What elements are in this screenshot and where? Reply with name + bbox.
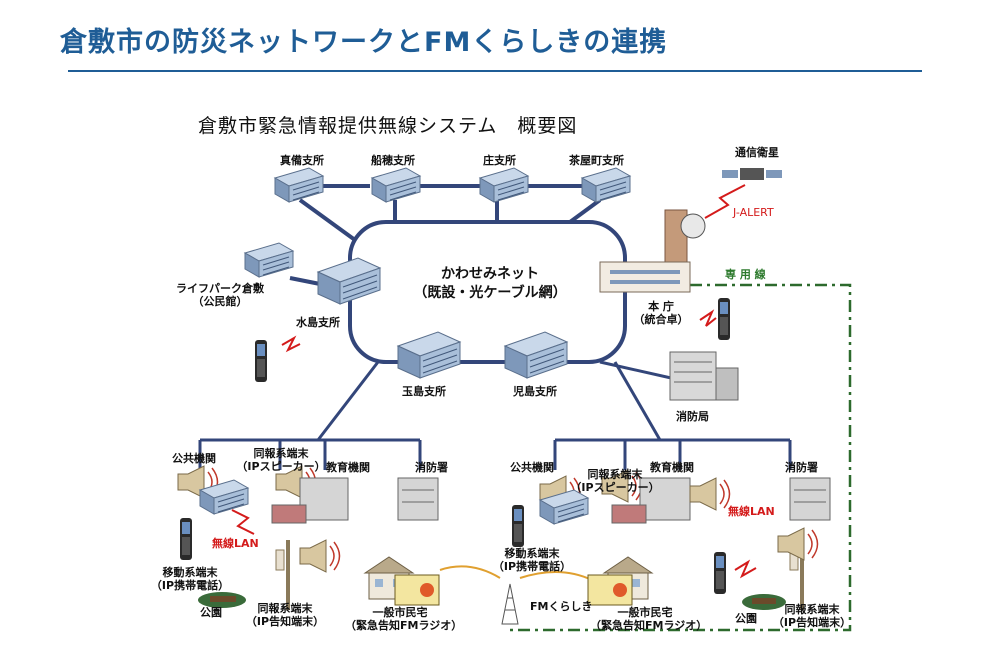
label-tamashima: 玉島支所: [402, 385, 446, 398]
link-firehq-ring: [599, 360, 681, 382]
left-pole: [275, 539, 291, 611]
right-home-name: 一般市民宅: [617, 606, 673, 619]
funao-building: [371, 167, 421, 203]
right-wireless-lan: 無線LAN: [728, 505, 775, 518]
left-education-label: 教育機関: [326, 461, 370, 474]
right-mobile-name: 移動系端末: [504, 547, 560, 560]
right-radio: [587, 574, 633, 606]
left-public-building: [199, 479, 249, 515]
right-home-label: 一般市民宅 （緊急告知FMラジオ）: [590, 606, 708, 632]
right-notify-name: 同報系端末: [784, 603, 840, 616]
label-dedicated-line: 専 用 線: [725, 268, 766, 281]
left-mobile-phone: [180, 518, 192, 560]
label-mabi: 真備支所: [280, 154, 324, 167]
right-edu-speaker: [689, 477, 731, 511]
kojima-building: [504, 331, 568, 379]
left-wireless-lan: 無線LAN: [212, 537, 259, 550]
link-left-group: [316, 361, 380, 441]
mizushima-phone: [255, 340, 267, 382]
right-mobile-sub: （IP携帯電話）: [492, 560, 572, 573]
left-notify-sub: （IP告知端末）: [245, 615, 325, 628]
left-home-label: 一般市民宅 （緊急告知FMラジオ）: [345, 606, 463, 632]
right-public-label: 公共機関: [510, 461, 554, 474]
left-radio: [394, 574, 440, 606]
label-mizushima: 水島支所: [296, 316, 340, 329]
fire-hq-building: [669, 351, 739, 401]
label-jalert: J-ALERT: [733, 206, 774, 219]
left-park: [198, 592, 246, 608]
lifepark-sub: （公民館）: [192, 295, 248, 308]
label-fire-hq: 消防局: [676, 410, 709, 423]
label-sho: 庄支所: [483, 154, 516, 167]
left-mobile-sub: （IP携帯電話）: [150, 579, 230, 592]
right-park: [742, 594, 786, 610]
left-home-sub: （緊急告知FMラジオ）: [345, 619, 463, 632]
hq-phone: [718, 298, 730, 340]
right-education-label: 教育機関: [650, 461, 694, 474]
satellite-icon: [722, 168, 782, 180]
dedicated-line: [510, 283, 852, 632]
left-mobile-label: 移動系端末 （IP携帯電話）: [150, 566, 230, 592]
link-chaya-ring: [568, 198, 602, 224]
sho-building: [479, 167, 529, 203]
left-broadcast-sub: （IPスピーカー）: [236, 460, 326, 473]
title-divider: [68, 70, 922, 72]
mizushima-building: [317, 257, 381, 305]
tamashima-building: [397, 331, 461, 379]
left-pole-speaker: [299, 539, 341, 573]
right-pole-speaker: [777, 527, 819, 561]
left-mobile-name: 移動系端末: [162, 566, 218, 579]
right-notify-sub: （IP告知端末）: [772, 616, 852, 629]
right-fire-station: [789, 477, 831, 521]
chaya-building: [581, 167, 631, 203]
lifepark-building: [244, 242, 294, 278]
left-education-building: [271, 477, 349, 524]
right-park-label: 公園: [735, 612, 757, 625]
city-hall-building: [599, 209, 706, 293]
fm-label: FMくらしき: [530, 600, 593, 613]
left-notify-name: 同報系端末: [257, 602, 313, 615]
link-right-group: [613, 361, 662, 441]
right-mobile-label: 移動系端末 （IP携帯電話）: [492, 547, 572, 573]
mabi-building: [274, 167, 324, 203]
label-kojima: 児島支所: [513, 385, 557, 398]
link-mabi-ring: [298, 198, 357, 242]
left-broadcast-name: 同報系端末: [253, 447, 309, 460]
network-name: かわせみネット: [441, 266, 539, 282]
right-broadcast-label: 同報系端末 （IPスピーカー）: [570, 468, 660, 494]
label-lifepark: ライフパーク倉敷 （公民館）: [170, 282, 270, 308]
fm-tower: [501, 583, 519, 625]
label-satellite: 通信衛星: [735, 146, 779, 159]
hq-sub: （統合卓）: [633, 313, 689, 326]
left-public-label: 公共機関: [172, 452, 216, 465]
right-home-sub: （緊急告知FMラジオ）: [590, 619, 708, 632]
left-notify-label: 同報系端末 （IP告知端末）: [245, 602, 325, 628]
left-fire-station: [397, 477, 439, 521]
right-broadcast-name: 同報系端末: [587, 468, 643, 481]
hq-name: 本 庁: [648, 300, 674, 313]
right-fire-label: 消防署: [785, 461, 818, 474]
left-park-label: 公園: [200, 606, 222, 619]
label-chaya: 茶屋町支所: [569, 154, 624, 167]
satellite-signal: [704, 184, 746, 219]
left-fire-label: 消防署: [415, 461, 448, 474]
label-hq: 本 庁 （統合卓）: [626, 300, 696, 326]
left-broadcast-label: 同報系端末 （IPスピーカー）: [236, 447, 326, 473]
left-home-name: 一般市民宅: [372, 606, 428, 619]
lifepark-name: ライフパーク倉敷: [176, 282, 264, 295]
diagram-title: 倉敷市緊急情報提供無線システム 概要図: [198, 115, 578, 137]
right-education-building: [611, 477, 691, 524]
label-funao: 船穂支所: [371, 154, 415, 167]
network-sub: （既設・光ケーブル網）: [413, 285, 567, 301]
right-mobile-phone-2: [714, 552, 726, 594]
right-mobile-phone: [512, 505, 524, 547]
right-notify-label: 同報系端末 （IP告知端末）: [772, 603, 852, 629]
slide-title: 倉敷市の防災ネットワークとFMくらしきの連携: [60, 27, 668, 58]
right-broadcast-sub: （IPスピーカー）: [570, 481, 660, 494]
